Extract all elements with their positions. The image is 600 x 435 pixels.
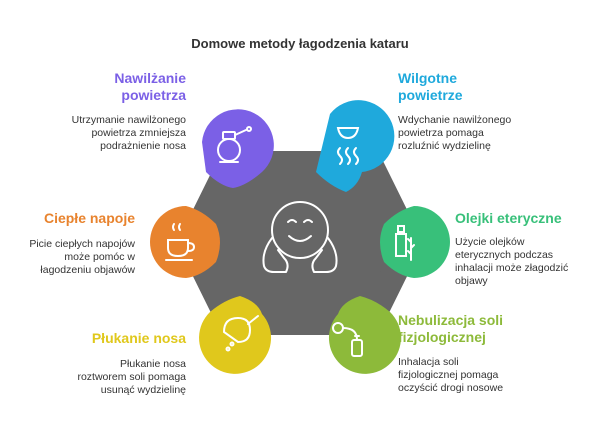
label-steam: Wilgotne powietrze: [398, 70, 463, 103]
desc-nasal-rinse: Płukanie nosa roztworem soli pomaga usun…: [77, 358, 186, 396]
central-hexagon: [178, 151, 422, 335]
petal-nebulizer: [328, 296, 401, 374]
happy-face-icon: [262, 201, 338, 273]
label-essential-oil: Olejki eteryczne: [455, 210, 562, 226]
petal-humidifier: [202, 109, 274, 188]
label-nebulizer: Nebulizacja soli fizjologicznej: [398, 312, 504, 345]
label-nasal-rinse: Płukanie nosa: [91, 330, 186, 346]
petal-nasal-rinse: [199, 296, 272, 374]
desc-humidifier: Utrzymanie nawilżonego powietrza zmniejs…: [71, 114, 186, 152]
oil-bottle-icon: [395, 225, 415, 261]
label-humidifier: Nawilżanie powietrza: [114, 70, 186, 103]
nebulizer-icon: [332, 322, 363, 357]
petal-essential-oil: [380, 206, 450, 278]
desc-nebulizer: Inhalacja soli fizjologicznej pomaga ocz…: [398, 356, 504, 394]
desc-steam: Wdychanie nawilżonego powietrza pomaga r…: [398, 114, 512, 152]
diagram-title: Domowe metody łagodzenia kataru: [191, 36, 409, 51]
desc-essential-oil: Użycie olejków eterycznych podczas inhal…: [455, 236, 569, 287]
label-hot-drink: Ciepłe napoje: [43, 210, 135, 226]
steam-icon: [336, 127, 360, 165]
desc-hot-drink: Picie ciepłych napojów może pomóc w łago…: [29, 238, 135, 276]
humidifier-icon: [217, 126, 252, 163]
petal-hot-drink: [150, 206, 220, 278]
hot-cup-icon: [165, 223, 196, 261]
nasal-rinse-icon: [222, 315, 259, 352]
petal-steam: [316, 100, 395, 192]
